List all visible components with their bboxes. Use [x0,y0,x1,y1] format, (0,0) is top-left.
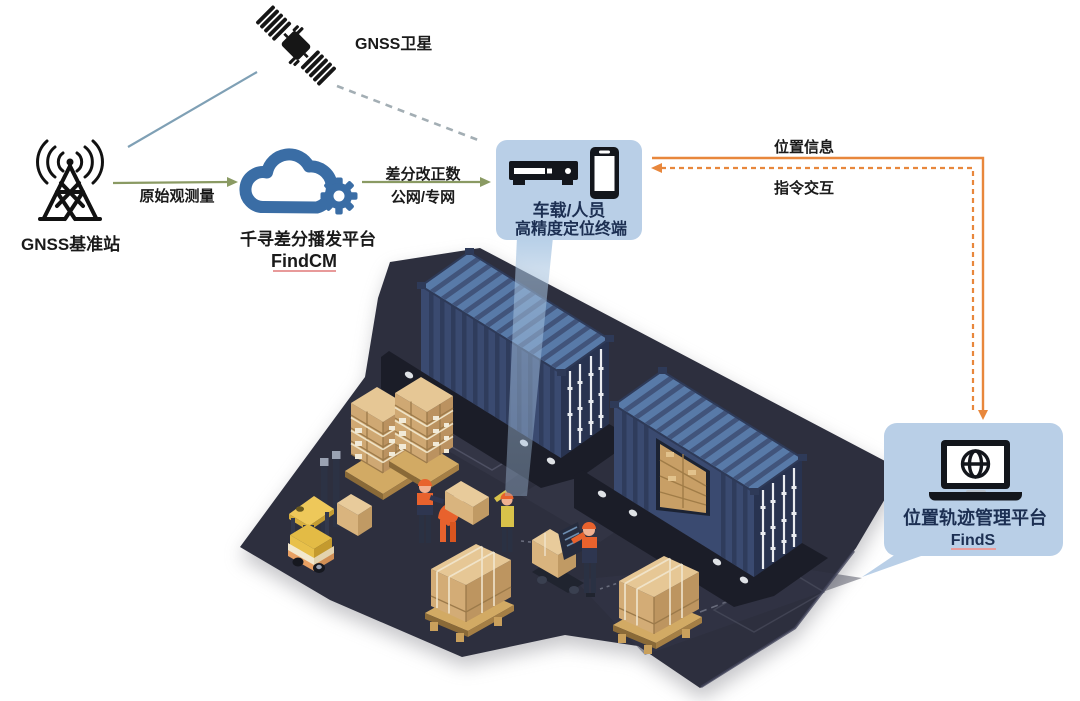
svg-text:高精度定位终端: 高精度定位终端 [515,219,627,238]
svg-text:差分改正数: 差分改正数 [385,165,461,183]
svg-text:车载/人员: 车载/人员 [533,200,606,220]
svg-text:原始观测量: 原始观测量 [139,187,214,205]
svg-text:FindS: FindS [951,532,996,549]
svg-text:位置轨迹管理平台: 位置轨迹管理平台 [903,507,1047,528]
svg-text:指令交互: 指令交互 [774,179,834,197]
svg-text:GNSS卫星: GNSS卫星 [355,35,432,53]
svg-text:GNSS基准站: GNSS基准站 [21,234,120,254]
svg-text:FindCM: FindCM [271,251,337,271]
svg-text:千寻差分播发平台: 千寻差分播发平台 [240,229,376,249]
svg-text:公网/专网: 公网/专网 [391,188,455,206]
svg-text:位置信息: 位置信息 [774,138,834,156]
